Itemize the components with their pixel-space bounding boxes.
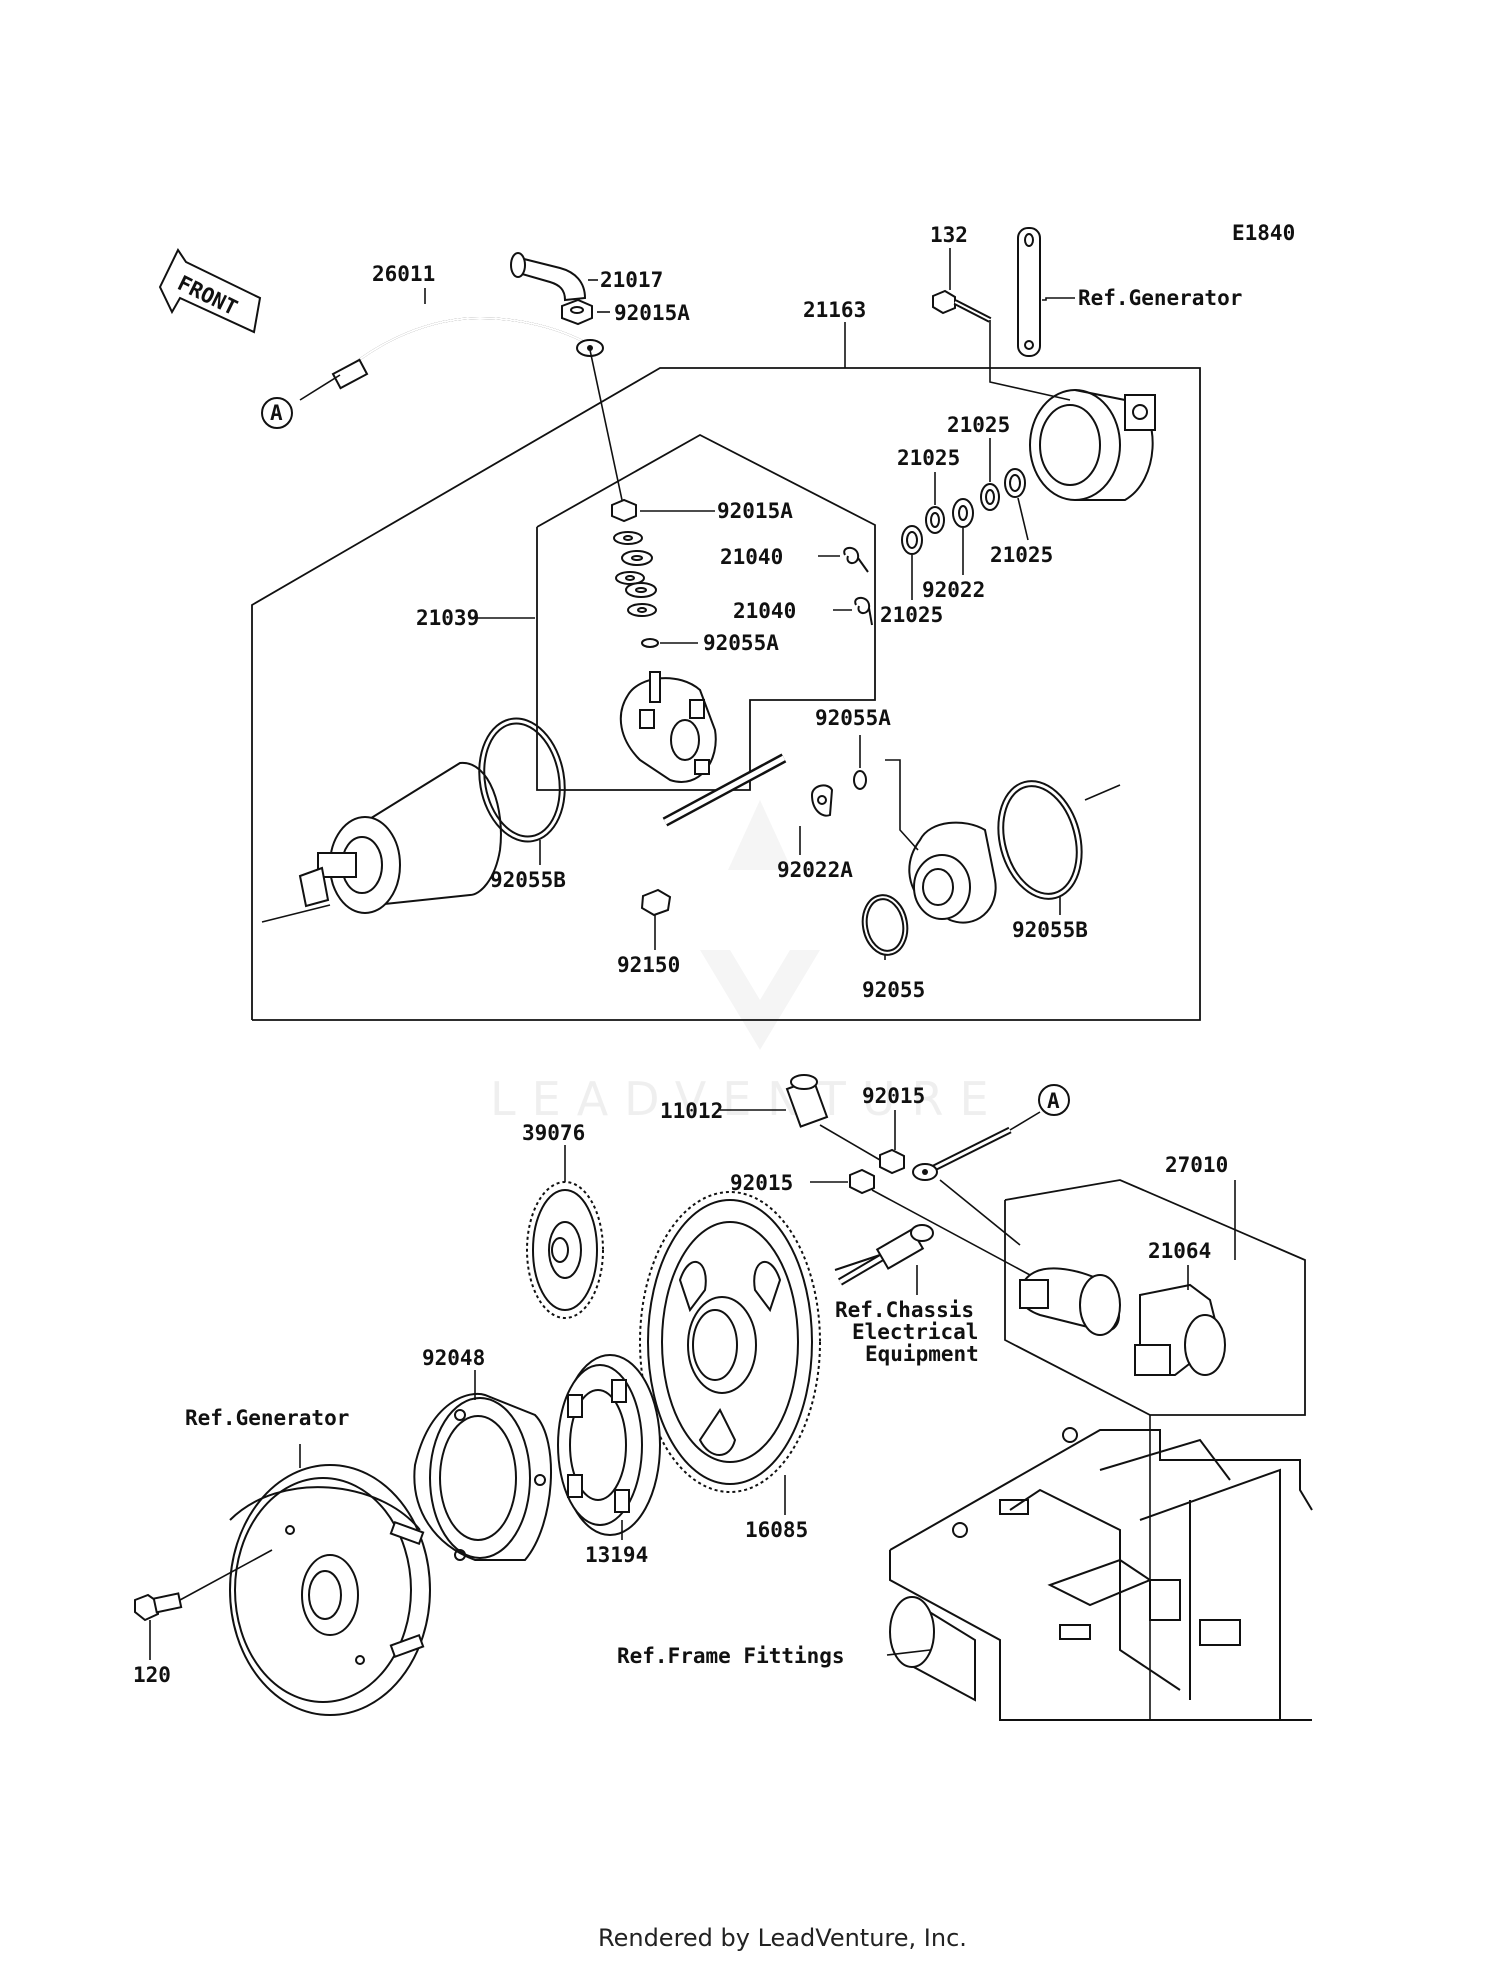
part-label-21025-d: 21025	[880, 603, 943, 627]
spring-21040-a	[843, 546, 869, 573]
starter-yoke	[298, 761, 502, 914]
cable-a-bottom	[912, 1126, 1012, 1181]
starter-gear-16085	[639, 1191, 821, 1493]
front-arrow: FRONT	[158, 247, 262, 334]
callout-a-bottom-label: A	[1047, 1089, 1060, 1113]
terminal-stack	[611, 498, 659, 648]
ref-generator-bottom: Ref.Generator	[185, 1406, 349, 1430]
terminal-boot-21017	[510, 252, 587, 302]
through-bolt-92150	[640, 753, 787, 917]
callout-a-bottom	[1038, 1084, 1070, 1116]
watermark-flame-icon	[728, 800, 792, 870]
generator-rotor	[229, 1464, 431, 1716]
bolt-120	[134, 1592, 183, 1622]
diagram-code: E1840	[1232, 221, 1295, 245]
o-ring-92055b-left	[478, 717, 566, 843]
relay-frame-27010	[1004, 1179, 1306, 1416]
ref-chassis-3: Equipment	[865, 1342, 979, 1366]
ref-frame-fittings: Ref.Frame Fittings	[617, 1644, 845, 1668]
part-label-92055a-b: 92055A	[815, 706, 891, 730]
part-label-21040-a: 21040	[720, 545, 783, 569]
part-label-27010: 27010	[1165, 1153, 1228, 1177]
watermark-text: LEADVENTURE	[490, 1072, 1005, 1126]
part-label-39076: 39076	[522, 1121, 585, 1145]
part-label-21039: 21039	[416, 606, 479, 630]
watermark-v-icon	[700, 950, 820, 1050]
part-label-21025-c: 21025	[990, 543, 1053, 567]
cable-26011	[331, 316, 604, 390]
part-label-92150: 92150	[617, 953, 680, 977]
washer-92022a	[810, 784, 834, 817]
part-label-21017: 21017	[600, 268, 663, 292]
chassis-wire	[834, 1224, 934, 1286]
brush-holder-frame-21039	[536, 433, 876, 791]
callout-a-top	[261, 397, 293, 429]
part-label-120: 120	[133, 1663, 171, 1687]
part-label-21163: 21163	[803, 298, 866, 322]
washer-92022	[952, 498, 974, 528]
spring-21040-b	[854, 596, 873, 626]
assembly-frame-21163	[251, 367, 1201, 1021]
starter-relay	[1019, 1267, 1121, 1336]
part-label-21025-a: 21025	[947, 413, 1010, 437]
part-label-92015-a: 92015	[862, 1084, 925, 1108]
frame-fittings	[889, 1427, 1313, 1721]
part-label-16085: 16085	[745, 1518, 808, 1542]
generator-strap	[1017, 227, 1041, 357]
callout-a-top-label: A	[270, 401, 283, 425]
part-label-21064: 21064	[1148, 1239, 1211, 1263]
cap-11012	[785, 1074, 829, 1128]
washer-21025-b	[980, 483, 1000, 511]
one-way-clutch-13194	[557, 1354, 661, 1536]
part-label-92055b-a: 92055B	[490, 868, 566, 892]
o-ring-92055b-right	[997, 780, 1083, 900]
washer-21025-d	[901, 525, 923, 555]
ref-generator-top: Ref.Generator	[1078, 286, 1242, 310]
part-label-92055a-a: 92055A	[703, 631, 779, 655]
part-label-92015-b: 92015	[730, 1171, 793, 1195]
washer-21025-c	[925, 506, 945, 534]
footer-credit: Rendered by LeadVenture, Inc.	[598, 1924, 967, 1952]
brush-holder-21039	[619, 671, 717, 783]
part-label-92055: 92055	[862, 978, 925, 1002]
o-ring-92055	[861, 894, 909, 956]
watermark: LEADVENTURE	[490, 800, 1005, 1126]
bolt-132	[932, 289, 992, 323]
idler-gear-39076	[526, 1181, 604, 1319]
part-label-92022a: 92022A	[777, 858, 853, 882]
part-label-92015a-top: 92015A	[614, 301, 690, 325]
ref-chassis-1: Ref.Chassis	[835, 1298, 974, 1322]
relay-cover-21064	[1134, 1283, 1226, 1376]
part-label-132: 132	[930, 223, 968, 247]
part-label-21040-b: 21040	[733, 599, 796, 623]
part-label-92015a-mid: 92015A	[717, 499, 793, 523]
front-cover	[908, 821, 997, 924]
part-label-92048: 92048	[422, 1346, 485, 1370]
part-label-92055b-b: 92055B	[1012, 918, 1088, 942]
end-cover	[1029, 389, 1156, 501]
nut-92015-b	[849, 1168, 875, 1195]
nut-92015a-top	[561, 298, 593, 326]
part-label-92022: 92022	[922, 578, 985, 602]
ref-chassis-2: Electrical	[852, 1320, 978, 1344]
part-label-26011: 26011	[372, 262, 435, 286]
nut-92015-a	[879, 1148, 905, 1175]
part-label-13194: 13194	[585, 1543, 648, 1567]
plate-92048	[413, 1392, 552, 1561]
washer-21025-a	[1004, 468, 1026, 498]
part-label-11012: 11012	[660, 1099, 723, 1123]
part-label-21025-b: 21025	[897, 446, 960, 470]
o-ring-92055a	[853, 770, 867, 790]
